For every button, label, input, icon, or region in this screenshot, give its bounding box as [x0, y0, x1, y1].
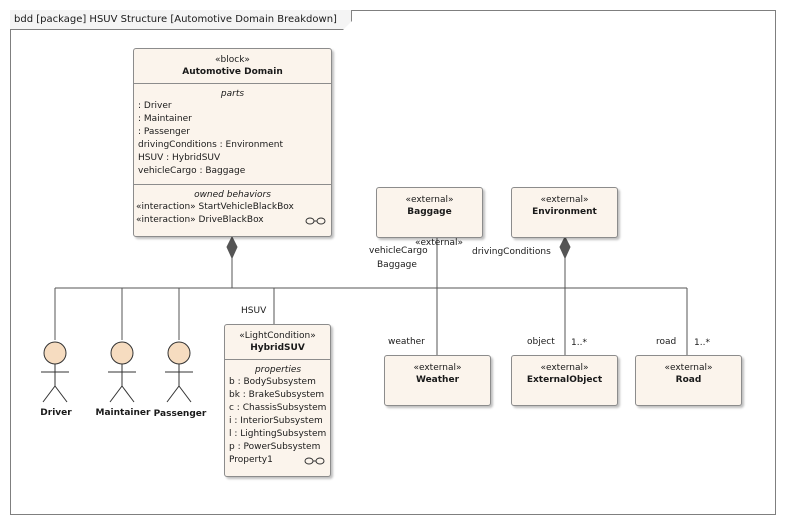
block-baggage[interactable]: «external» Baggage — [376, 187, 483, 238]
multiplicity-road: 1..* — [694, 338, 710, 348]
parts-compartment: parts : Driver : Maintainer : Passenger … — [134, 84, 331, 180]
block-name: Road — [675, 375, 702, 385]
multiplicity-object: 1..* — [571, 338, 587, 348]
part-item: HSUV : HybridSUV — [138, 153, 221, 163]
composition-diamond-environment — [559, 235, 571, 260]
property-item: Property1 — [229, 455, 273, 465]
behavior-item: «interaction» DriveBlackBox — [136, 215, 264, 225]
property-item: c : ChassisSubsystem — [229, 403, 327, 413]
block-stereotype: «block» — [215, 55, 250, 65]
block-weather[interactable]: «external» Weather — [384, 355, 491, 406]
actor-passenger-icon[interactable] — [162, 340, 198, 406]
block-name: Automotive Domain — [182, 67, 283, 77]
actor-maintainer-label: Maintainer — [95, 408, 151, 418]
property-item: b : BodySubsystem — [229, 377, 316, 387]
diagram-frame-title: bdd [package] HSUV Structure [Automotive… — [10, 10, 352, 30]
property-item: p : PowerSubsystem — [229, 442, 321, 452]
role-label-weather: weather — [388, 337, 425, 347]
block-road[interactable]: «external» Road — [635, 355, 742, 406]
role-label-object: object — [527, 337, 555, 347]
property-item: bk : BrakeSubsystem — [229, 390, 325, 400]
role-label-drivingconditions: drivingConditions — [472, 247, 551, 257]
role-label-hsuv: HSUV — [241, 306, 267, 316]
compartment-title: properties — [254, 365, 302, 375]
compartment-title: owned behaviors — [194, 190, 271, 200]
role-label-road: road — [656, 337, 677, 347]
link-icon — [305, 217, 326, 225]
actor-passenger-label: Passenger — [153, 409, 207, 419]
block-stereotype: «LightCondition» — [239, 331, 316, 341]
block-externalobject[interactable]: «external» ExternalObject — [511, 355, 618, 406]
block-name: HybridSUV — [250, 343, 305, 353]
part-item: : Passenger — [138, 127, 191, 137]
block-environment[interactable]: «external» Environment — [511, 187, 618, 238]
actor-driver-label: Driver — [40, 408, 72, 418]
block-name: ExternalObject — [526, 375, 603, 385]
block-name: Environment — [532, 207, 597, 217]
role-label-external-overlap: «external» — [415, 238, 464, 248]
part-item: : Maintainer — [138, 114, 192, 124]
block-stereotype: «external» — [405, 195, 454, 205]
role-label-baggage: Baggage — [377, 260, 417, 270]
link-icon — [304, 457, 325, 465]
actor-driver-icon[interactable] — [38, 340, 74, 406]
part-item: vehicleCargo : Baggage — [138, 166, 246, 176]
block-name: Baggage — [407, 207, 452, 217]
part-item: : Driver — [138, 101, 172, 111]
composition-diamond-domain — [226, 235, 238, 260]
property-item: l : LightingSubsystem — [229, 429, 327, 439]
block-name: Weather — [415, 375, 460, 385]
diagram-frame — [10, 10, 776, 515]
property-item: i : InteriorSubsystem — [229, 416, 323, 426]
behaviors-compartment: owned behaviors «interaction» StartVehic… — [134, 185, 331, 227]
block-stereotype: «external» — [540, 195, 589, 205]
block-stereotype: «external» — [540, 363, 589, 373]
properties-compartment: properties b : BodySubsystem bk : BrakeS… — [225, 360, 330, 467]
compartment-title: parts — [220, 89, 245, 99]
block-stereotype: «external» — [413, 363, 462, 373]
role-label-vehiclecargo: vehicleCargo — [369, 246, 428, 256]
block-hybridsuv[interactable]: «LightCondition» HybridSUV properties b … — [224, 324, 331, 477]
actor-maintainer-icon[interactable] — [105, 340, 141, 406]
block-automotive-domain[interactable]: «block» Automotive Domain parts : Driver… — [133, 48, 332, 237]
part-item: drivingConditions : Environment — [138, 140, 284, 150]
behavior-item: «interaction» StartVehicleBlackBox — [136, 202, 294, 212]
block-stereotype: «external» — [664, 363, 713, 373]
